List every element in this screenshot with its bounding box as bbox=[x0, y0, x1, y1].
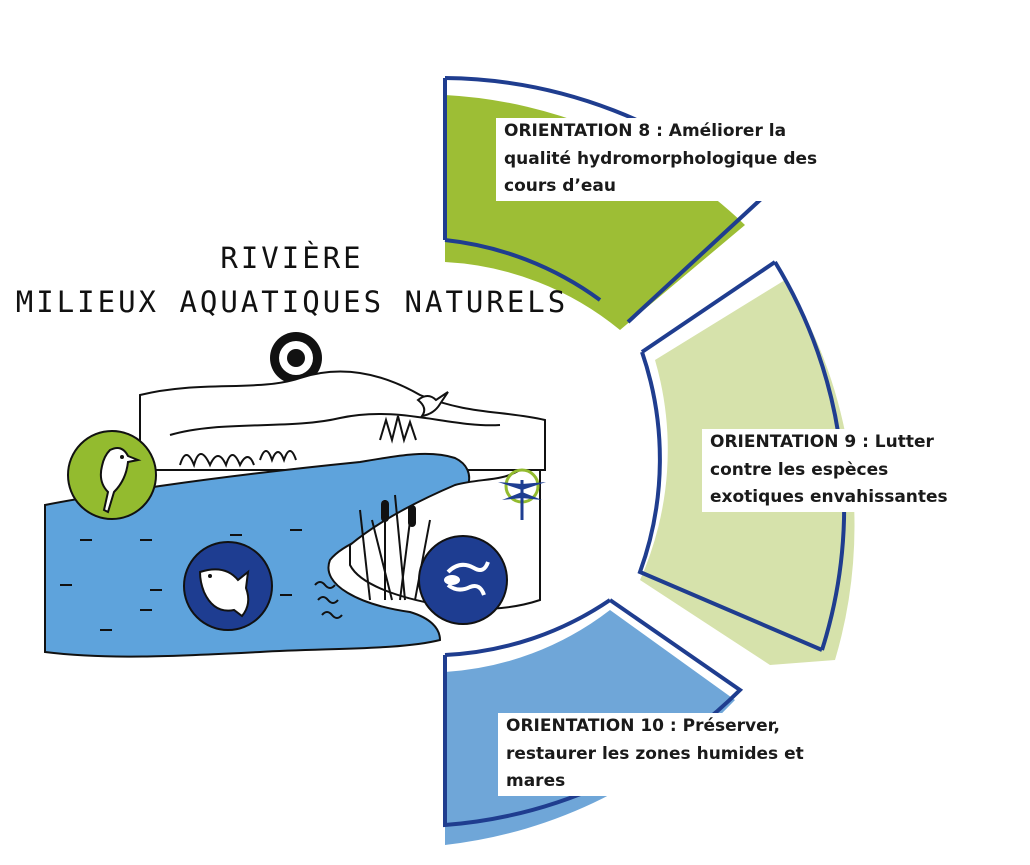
bird-icon bbox=[416, 391, 449, 418]
orientation-8-label: ORIENTATION 8 : Améliorer la qualité hyd… bbox=[496, 118, 824, 201]
target-icon bbox=[270, 332, 322, 384]
orientation-10-label: ORIENTATION 10 : Préserver, restaurer le… bbox=[498, 713, 810, 796]
title-line-1: RIVIÈRE bbox=[220, 241, 363, 275]
title-line-2: MILIEUX AQUATIQUES NATURELS bbox=[16, 285, 568, 319]
fish-icon bbox=[183, 541, 273, 631]
crayfish-icon bbox=[418, 535, 508, 625]
dragonfly-icon bbox=[498, 468, 546, 520]
kingfisher-icon bbox=[67, 430, 157, 520]
orientation-9-label: ORIENTATION 9 : Lutter contre les espèce… bbox=[702, 429, 954, 512]
